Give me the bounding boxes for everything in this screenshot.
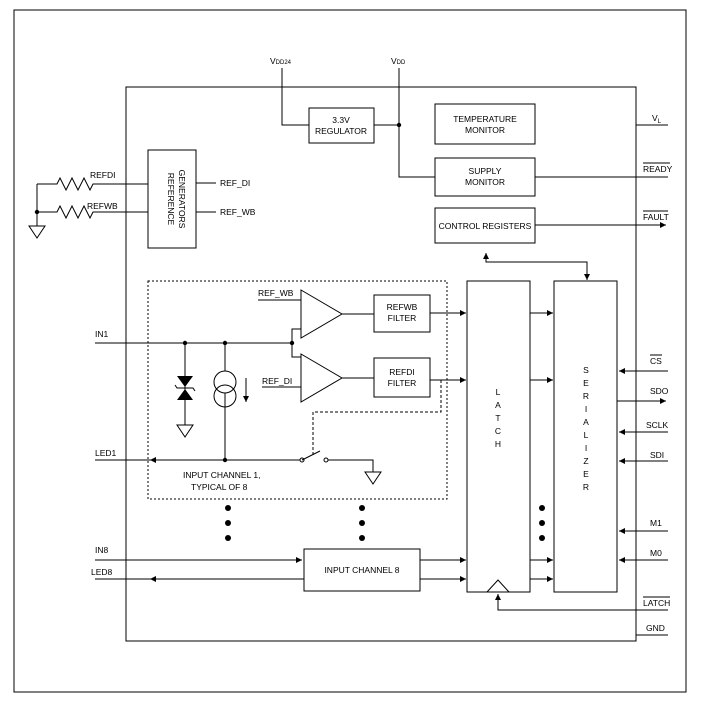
refdi-label: REFDI bbox=[90, 170, 116, 180]
m0-pin-label: M0 bbox=[650, 548, 662, 558]
latch-clock-triangle bbox=[486, 579, 510, 593]
latch-label: L A T C H bbox=[495, 387, 501, 449]
switch-contact bbox=[323, 457, 329, 463]
ground-symbol bbox=[176, 424, 194, 438]
comp-di-in-wire bbox=[291, 343, 301, 358]
tvs-diode-upper bbox=[177, 376, 193, 387]
switch-ground-wire bbox=[328, 459, 374, 472]
svg-text:H: H bbox=[495, 439, 501, 449]
sdo-pin-label: SDO bbox=[650, 386, 669, 396]
svg-text:L: L bbox=[584, 430, 589, 440]
vdd-wire bbox=[398, 68, 435, 178]
refdi-filter-label-2: FILTER bbox=[388, 378, 417, 388]
svg-text:I: I bbox=[585, 443, 587, 453]
refdi-filter-block bbox=[373, 357, 431, 398]
channel1-label-1: INPUT CHANNEL 1, bbox=[183, 470, 260, 480]
temp-monitor-label-1: TEMPERATURE bbox=[453, 114, 517, 124]
supply-monitor-block bbox=[434, 157, 536, 197]
vdd24-wire bbox=[281, 68, 309, 126]
ref-gen-label-1: REFERENCE bbox=[166, 173, 176, 226]
svg-text:VDD24: VDD24 bbox=[270, 56, 292, 66]
cs-pin-label: CS bbox=[650, 356, 662, 366]
input-channel-1-boundary bbox=[147, 280, 448, 500]
vdd-pin-label: VDD bbox=[391, 56, 406, 66]
vl-pin-label: VL bbox=[652, 113, 662, 125]
tvs-bar bbox=[174, 384, 196, 392]
ref-wb-in-label: REF_WB bbox=[258, 288, 294, 298]
gnd-pin-label: GND bbox=[646, 623, 665, 633]
sdi-pin-label: SDI bbox=[650, 450, 664, 460]
latch-pin-label: LATCH bbox=[643, 598, 670, 608]
fault-pin-label: FAULT bbox=[643, 212, 669, 222]
refwb-label: REFWB bbox=[87, 201, 118, 211]
svg-text:T: T bbox=[495, 413, 500, 423]
led-switch-control bbox=[312, 380, 442, 455]
serializer-block bbox=[553, 280, 618, 593]
junction-dot bbox=[34, 209, 40, 215]
led8-pin-label: LED8 bbox=[91, 567, 113, 577]
latch-pin-wire bbox=[495, 594, 668, 611]
comparator-wb bbox=[300, 289, 343, 339]
regulator-label-2: REGULATOR bbox=[315, 126, 367, 136]
svg-text:E: E bbox=[583, 469, 589, 479]
svg-text:S: S bbox=[583, 365, 589, 375]
svg-text:L: L bbox=[496, 387, 501, 397]
serializer-label: S E R I A L I Z E R bbox=[583, 365, 589, 492]
supply-monitor-label-2: MONITOR bbox=[465, 177, 505, 187]
channel1-label-2: TYPICAL OF 8 bbox=[191, 482, 248, 492]
control-bus-wire bbox=[483, 253, 590, 280]
regulator-label-1: 3.3V bbox=[332, 115, 350, 125]
svg-text:A: A bbox=[495, 400, 501, 410]
temp-monitor-label-2: MONITOR bbox=[465, 125, 505, 135]
svg-text:R: R bbox=[583, 482, 589, 492]
input-channel-8-block bbox=[303, 548, 421, 592]
regulator-block bbox=[308, 107, 375, 144]
sclk-pin-label: SCLK bbox=[646, 420, 669, 430]
refdi-resistor bbox=[37, 176, 148, 192]
refwb-filter-label-2: FILTER bbox=[388, 313, 417, 323]
in8-pin-label: IN8 bbox=[95, 545, 109, 555]
m1-pin-label: M1 bbox=[650, 518, 662, 528]
refwb-filter-label-1: REFWB bbox=[387, 302, 418, 312]
current-source-top bbox=[213, 370, 237, 394]
junction-dot bbox=[396, 122, 402, 128]
svg-text:R: R bbox=[583, 391, 589, 401]
led1-pin-label: LED1 bbox=[95, 448, 117, 458]
in1-pin-label: IN1 bbox=[95, 329, 109, 339]
ready-pin-label: READY bbox=[643, 164, 673, 174]
control-registers-label: CONTROL REGISTERS bbox=[439, 221, 532, 231]
ground-symbol bbox=[28, 225, 46, 239]
tvs-diode-lower bbox=[177, 389, 193, 400]
reference-generators-block bbox=[147, 149, 197, 249]
channel-ellipsis bbox=[225, 505, 545, 541]
refwb-resistor bbox=[37, 204, 148, 220]
vdd24-pin-label: VDD24 bbox=[270, 56, 292, 66]
refdi-filter-label-1: REFDI bbox=[389, 367, 415, 377]
figure-border bbox=[13, 9, 687, 693]
svg-text:E: E bbox=[583, 378, 589, 388]
comp-wb-in-wire bbox=[291, 328, 301, 343]
svg-text:VDD: VDD bbox=[391, 56, 406, 66]
led-switch bbox=[301, 450, 321, 461]
input-channel-8-label: INPUT CHANNEL 8 bbox=[324, 565, 399, 575]
svg-text:Z: Z bbox=[583, 456, 588, 466]
latch-block bbox=[466, 280, 531, 593]
control-registers-block bbox=[434, 207, 536, 244]
ic-outline bbox=[125, 86, 637, 642]
ref-di-out-label: REF_DI bbox=[220, 178, 250, 188]
svg-text:I: I bbox=[585, 404, 587, 414]
ref-wb-out-label: REF_WB bbox=[220, 207, 256, 217]
temperature-monitor-block bbox=[434, 103, 536, 145]
current-source-bottom bbox=[213, 384, 237, 408]
ground-symbol bbox=[364, 471, 382, 485]
comparator-di bbox=[300, 353, 343, 403]
ref-gen-label-2: GENERATORS bbox=[177, 170, 187, 229]
refwb-filter-block bbox=[373, 294, 431, 333]
junction-dot bbox=[222, 457, 228, 463]
svg-text:A: A bbox=[583, 417, 589, 427]
svg-text:C: C bbox=[495, 426, 501, 436]
supply-monitor-label-1: SUPPLY bbox=[469, 166, 502, 176]
ref-di-in-label: REF_DI bbox=[262, 376, 292, 386]
